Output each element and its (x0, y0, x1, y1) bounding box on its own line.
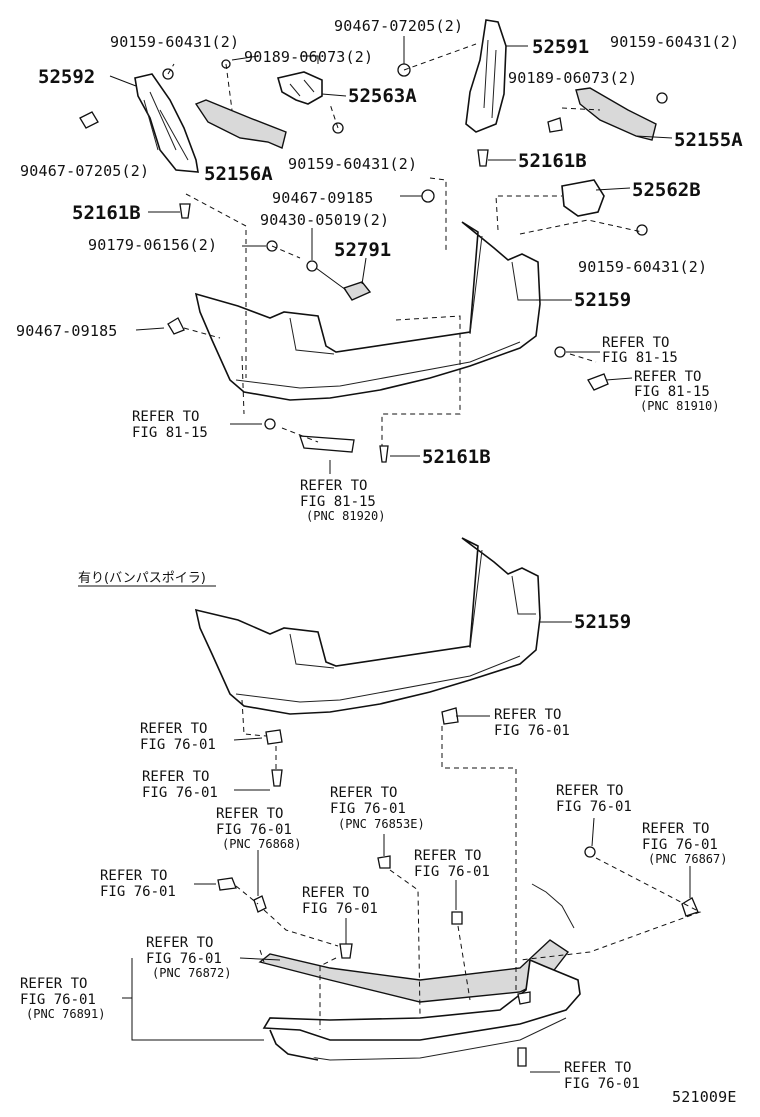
refer-76-01-f-line2: FIG 76-01 (216, 822, 292, 838)
label-52159-lower: 52159 (574, 611, 631, 633)
diagram-id: 521009E (672, 1088, 737, 1106)
label-52156a: 52156A (204, 163, 273, 185)
part-52791 (342, 281, 372, 301)
bracket-52156a (194, 99, 287, 149)
refer-76-01-f-line1: REFER TO (216, 806, 283, 822)
bumper-cover-upper (194, 221, 541, 401)
refer-81-15-b-line1: REFER TO (634, 369, 701, 385)
refer-76-01-h-line2: FIG 76-01 (642, 837, 718, 853)
refer-81-15-d-line2: FIG 81-15 (300, 494, 376, 510)
label-90467-07205-a: 90467-07205(2) (334, 17, 463, 35)
refer-81-15-d-line1: REFER TO (300, 478, 367, 494)
refer-76-01-i-line2: FIG 76-01 (100, 884, 176, 900)
refer-81-15-a-line1: REFER TO (602, 335, 669, 351)
refer-76-01-e-line1: REFER TO (330, 785, 397, 801)
refer-76-01-l-line2: FIG 76-01 (20, 992, 96, 1008)
label-52161b-c: 52161B (422, 446, 491, 468)
upper-dashed-leaders (167, 43, 643, 446)
refer-76-01-c-line2: FIG 76-01 (494, 723, 570, 739)
pnc-76872: (PNC 76872) (152, 966, 231, 980)
bracket-52592 (134, 73, 199, 173)
refer-76-01-m-line2: FIG 76-01 (564, 1076, 640, 1092)
spacer-52563a (276, 71, 323, 105)
refer-76-01-a-line2: FIG 76-01 (140, 737, 216, 753)
label-52159-upper: 52159 (574, 289, 631, 311)
refer-76-01-b-line2: FIG 76-01 (142, 785, 218, 801)
refer-76-01-h-line1: REFER TO (642, 821, 709, 837)
label-90159-60431-d: 90159-60431(2) (578, 258, 707, 276)
bumper-cover-lower (194, 537, 541, 715)
label-52563a: 52563A (348, 85, 417, 107)
refer-81-15-b-line2: FIG 81-15 (634, 384, 710, 400)
label-52161b-a: 52161B (518, 150, 587, 172)
refer-81-15-a-line2: FIG 81-15 (602, 350, 678, 366)
label-52161b-b: 52161B (72, 202, 141, 224)
pnc-81920: (PNC 81920) (306, 509, 385, 523)
refer-76-01-d-line1: REFER TO (556, 783, 623, 799)
label-52591: 52591 (532, 36, 589, 58)
label-52562b: 52562B (632, 179, 701, 201)
refer-76-01-l-line1: REFER TO (20, 976, 87, 992)
label-52592: 52592 (38, 66, 95, 88)
refer-76-01-j-line1: REFER TO (302, 885, 369, 901)
refer-76-01-d-line2: FIG 76-01 (556, 799, 632, 815)
refer-76-01-i-line1: REFER TO (100, 868, 167, 884)
label-90467-09185-b: 90467-09185 (16, 322, 118, 340)
bracket-52155a (575, 87, 657, 141)
lower-solid-leaders (122, 621, 691, 1073)
upper-labels: 90467-07205(2) 90159-60431(2) 90189-0607… (16, 17, 743, 523)
pnc-76867: (PNC 76867) (648, 852, 727, 866)
pnc-81910: (PNC 81910) (640, 399, 719, 413)
spoiler-note: 有り(バンパスポイラ) (78, 571, 206, 586)
label-90159-60431-b: 90159-60431(2) (610, 33, 739, 51)
pnc-76853e: (PNC 76853E) (338, 817, 425, 831)
refer-76-01-g-line2: FIG 76-01 (414, 864, 490, 880)
refer-76-01-m-line1: REFER TO (564, 1060, 631, 1076)
refer-76-01-c-line1: REFER TO (494, 707, 561, 723)
refer-81-15-c-line2: FIG 81-15 (132, 425, 208, 441)
upper-solid-leaders (109, 36, 673, 474)
label-90467-07205-b: 90467-07205(2) (20, 162, 149, 180)
refer-76-01-e-line2: FIG 76-01 (330, 801, 406, 817)
refer-76-01-j-line2: FIG 76-01 (302, 901, 378, 917)
label-90189-06073-a: 90189-06073(2) (244, 48, 373, 66)
label-90430-05019: 90430-05019(2) (260, 211, 389, 229)
label-52791: 52791 (334, 239, 391, 261)
refer-76-01-k-line2: FIG 76-01 (146, 951, 222, 967)
fasteners-lower (217, 707, 699, 1067)
refer-76-01-k-line1: REFER TO (146, 935, 213, 951)
lower-labels: 52159 REFER TO FIG 76-01 REFER TO FIG 76… (20, 611, 727, 1092)
pnc-76868: (PNC 76868) (222, 837, 301, 851)
refer-76-01-b-line1: REFER TO (142, 769, 209, 785)
label-90179-06156: 90179-06156(2) (88, 236, 217, 254)
label-90467-09185-a: 90467-09185 (272, 189, 374, 207)
label-90189-06073-b: 90189-06073(2) (508, 69, 637, 87)
pnc-76891: (PNC 76891) (26, 1007, 105, 1021)
lower-dashed-leaders (235, 699, 702, 1030)
label-52155a: 52155A (674, 129, 743, 151)
refer-76-01-a-line1: REFER TO (140, 721, 207, 737)
spoiler-assembly (258, 883, 581, 1061)
spacer-52562b (561, 179, 605, 217)
label-90159-60431-c: 90159-60431(2) (288, 155, 417, 173)
refer-76-01-g-line1: REFER TO (414, 848, 481, 864)
refer-81-15-c-line1: REFER TO (132, 409, 199, 425)
label-90159-60431-a: 90159-60431(2) (110, 33, 239, 51)
